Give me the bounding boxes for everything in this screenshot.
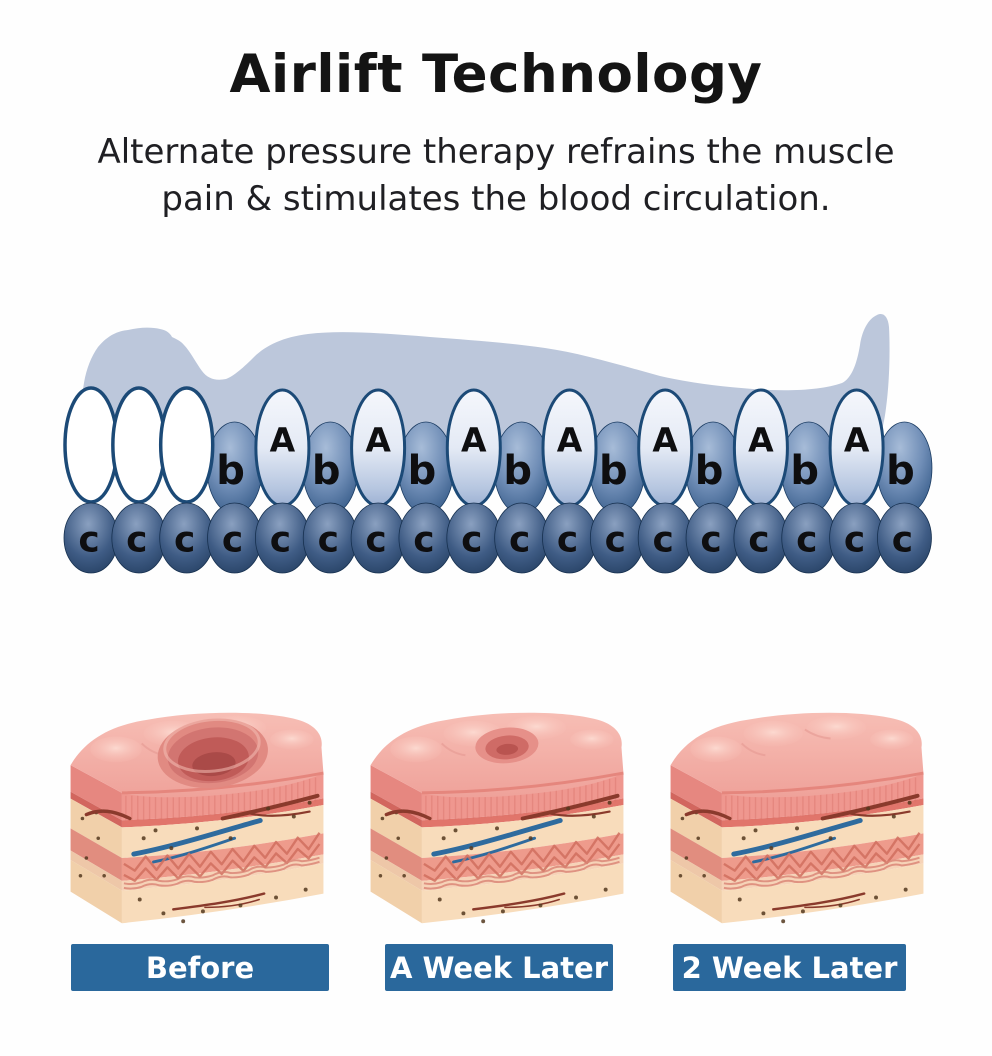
cell-letter-c: c bbox=[748, 520, 769, 561]
stage-card-week2: 2 Week Later bbox=[655, 698, 945, 998]
air-cell-empty bbox=[111, 386, 167, 504]
cell-letter-c: c bbox=[796, 520, 817, 561]
cell-letter-c: c bbox=[461, 520, 482, 561]
subtitle-line-2: pain & stimulates the blood circulation. bbox=[161, 178, 831, 219]
cell-letter-a: A bbox=[461, 421, 487, 460]
cell-letter-c: c bbox=[365, 520, 386, 561]
cell-letter-a: A bbox=[270, 421, 296, 460]
healing-stages: Before A Week Later 2 Week Later bbox=[0, 698, 992, 998]
cell-letter-c: c bbox=[892, 520, 913, 561]
cell-letter-b: b bbox=[599, 448, 628, 494]
cell-letter-b: b bbox=[503, 448, 532, 494]
subtitle-line-1: Alternate pressure therapy refrains the … bbox=[97, 132, 895, 172]
cell-letter-a: A bbox=[652, 421, 678, 460]
air-cell-empty bbox=[158, 386, 215, 504]
cell-letter-c: c bbox=[270, 520, 291, 561]
air-cell-empty bbox=[63, 386, 119, 504]
cell-letter-c: c bbox=[174, 520, 195, 561]
cell-letter-c: c bbox=[700, 520, 721, 561]
cell-letter-b: b bbox=[695, 448, 724, 494]
cell-letter-b: b bbox=[408, 448, 437, 494]
cell-letter-a: A bbox=[748, 421, 774, 460]
cell-letter-c: c bbox=[605, 520, 626, 561]
cell-letter-a: A bbox=[557, 421, 583, 460]
cell-letter-c: c bbox=[318, 520, 339, 561]
skin-cross-section-before bbox=[70, 712, 324, 924]
cell-letter-c: c bbox=[413, 520, 434, 561]
cell-letter-b: b bbox=[790, 448, 819, 494]
skin-cross-section-week1 bbox=[370, 712, 624, 924]
cell-letter-b: b bbox=[216, 448, 245, 494]
stage-card-week1: A Week Later bbox=[355, 698, 645, 998]
stage-card-before: Before bbox=[55, 698, 345, 998]
skin-cross-section-week2 bbox=[670, 712, 924, 924]
cell-letter-c: c bbox=[126, 520, 147, 561]
stage-label-week2: 2 Week Later bbox=[673, 944, 906, 991]
cell-letter-c: c bbox=[653, 520, 674, 561]
cell-letter-c: c bbox=[222, 520, 243, 561]
air-cell-c bbox=[877, 502, 932, 574]
cell-letter-c: c bbox=[78, 520, 99, 561]
cell-letter-b: b bbox=[312, 448, 341, 494]
empty-cells bbox=[63, 386, 215, 504]
cell-letter-c: c bbox=[509, 520, 530, 561]
stage-label-before: Before bbox=[71, 944, 329, 991]
cell-letter-a: A bbox=[365, 421, 391, 460]
cell-letter-c: c bbox=[844, 520, 865, 561]
subtitle: Alternate pressure therapy refrains the … bbox=[36, 129, 956, 223]
page-title: Airlift Technology bbox=[229, 44, 763, 105]
cell-letter-b: b bbox=[886, 448, 915, 494]
cell-letter-c: c bbox=[557, 520, 578, 561]
stage-label-week1: A Week Later bbox=[385, 944, 613, 991]
cell-letter-a: A bbox=[844, 421, 870, 460]
